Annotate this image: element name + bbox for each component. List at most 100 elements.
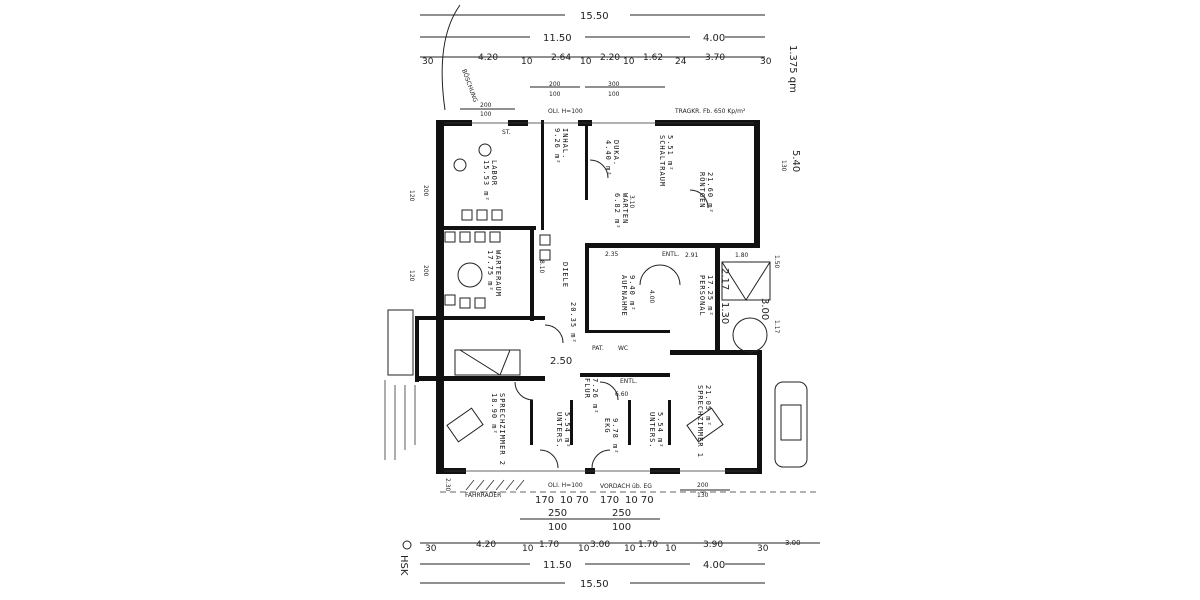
- room-area: 9.26 m²: [553, 128, 561, 165]
- dim: 10: [623, 57, 635, 67]
- walls: [415, 120, 762, 474]
- dim: 3.70: [705, 53, 725, 63]
- room-name: SPRECHZIMMER 2: [498, 393, 506, 466]
- note-oli-top: OLI. H=100: [548, 108, 583, 115]
- dim: 100: [480, 111, 492, 118]
- dim: 1.70: [638, 540, 658, 550]
- note-oli-bottom: OLI. H=100: [548, 482, 583, 489]
- dim: 10: [580, 57, 592, 67]
- dim: 200: [549, 81, 561, 88]
- room-area: 20.35 m²: [569, 302, 577, 344]
- dim: 200: [422, 265, 429, 277]
- dim: 170: [600, 495, 619, 506]
- dim: 130: [697, 492, 709, 499]
- dim-top-left: 11.50: [543, 33, 572, 44]
- dim: 1.30: [719, 302, 730, 324]
- chairs: [444, 209, 551, 309]
- dim: 10: [578, 544, 590, 554]
- dim-total-bottom: 15.50: [580, 579, 609, 590]
- dim: 1.80: [735, 252, 749, 259]
- dim: 100: [548, 522, 567, 533]
- dim: 4.00: [648, 290, 655, 304]
- room-name: RÖNTGEN: [698, 172, 707, 209]
- room-name: DUKA.: [612, 140, 620, 166]
- dim: 8.10: [538, 260, 545, 274]
- room-area: 6.82 m²: [613, 193, 621, 230]
- room-area: 5.54 m²: [563, 412, 571, 449]
- dim: 250: [612, 508, 631, 519]
- bicycle-racks: [384, 380, 416, 460]
- room-name: DIELE: [561, 262, 569, 288]
- dim: 100: [549, 91, 561, 98]
- note-wc: WC: [618, 345, 628, 352]
- dim-total-top: 15.50: [580, 11, 609, 22]
- dim: 200: [480, 102, 492, 109]
- hsk-symbol: [402, 540, 412, 550]
- room-area: 21.60 m²: [706, 172, 714, 214]
- room-name: LABOR: [490, 160, 498, 186]
- note-pat: PAT.: [592, 345, 604, 352]
- room-name: SPRECHZIMMER 1: [696, 385, 704, 458]
- dim: 10 70: [560, 495, 589, 506]
- bottom-dimensions: OLI. H=100 VORDACH üb. EG FAHRRÄDER 170 …: [398, 482, 820, 590]
- dim: 1.62: [643, 53, 663, 63]
- dim-bottom-left: 11.50: [543, 560, 572, 571]
- dim: 10: [665, 544, 677, 554]
- room-name: UNTERS.: [648, 412, 656, 449]
- room-name: UNTERS.: [555, 412, 563, 449]
- dim: 30: [422, 57, 434, 67]
- room-name: PERSONAL: [698, 275, 706, 317]
- dim: 130: [780, 160, 787, 172]
- interior-notes: ENTL. ENTL. ST. PAT. WC 2.35 2.91 1.80 2…: [408, 129, 801, 492]
- note-entl: ENTL.: [662, 251, 679, 258]
- room-area: 15.53 m²: [482, 160, 490, 202]
- dim: 120: [408, 270, 415, 282]
- note-boeschung: BÖSCHUNG: [460, 68, 479, 103]
- dim: 2.17: [719, 268, 730, 290]
- dim: 2.20: [600, 53, 620, 63]
- dim: 3.00: [590, 540, 610, 550]
- room-area: 9.78 m²: [611, 418, 619, 455]
- dim: 30: [425, 544, 437, 554]
- note-fahrraeder: FAHRRÄDER: [465, 492, 501, 499]
- dim: 3.90: [703, 540, 723, 550]
- room-area: 18.90 m²: [490, 393, 498, 435]
- room-name: EKG: [603, 418, 611, 434]
- dim: 100: [612, 522, 631, 533]
- note-tragkr: TRAGKR. Fb. 650 Kp/m²: [674, 108, 746, 115]
- bicycle-hatching: [465, 479, 525, 491]
- dim: 30: [757, 544, 769, 554]
- dim: 2.64: [551, 53, 571, 63]
- dim: 170: [535, 495, 554, 506]
- dim: 200: [422, 185, 429, 197]
- dim: 100: [608, 91, 620, 98]
- dim: 10: [624, 544, 636, 554]
- scale-note: 1.375 qm: [787, 45, 798, 93]
- room-area: 5.54 m²: [656, 412, 664, 449]
- room-area: 4.40 m²: [604, 140, 612, 177]
- note-st: ST.: [502, 129, 511, 136]
- room-name: SCHALTRAUM: [658, 135, 666, 187]
- dim: 5.40: [790, 150, 801, 172]
- dim: 200: [697, 482, 709, 489]
- dim: 3.00: [785, 539, 801, 547]
- note-entl: ENTL.: [620, 378, 637, 385]
- dim: 1.70: [539, 540, 559, 550]
- dim: 4.20: [478, 53, 498, 63]
- note-vordach: VORDACH üb. EG: [600, 483, 652, 490]
- dim: 2.50: [550, 356, 572, 367]
- room-area: 5.51 m²: [666, 135, 674, 172]
- room-name: FLUR: [583, 378, 591, 399]
- dim: 6.60: [615, 391, 629, 398]
- dim: 3.00: [759, 298, 770, 320]
- room-area: 17.75 m²: [486, 250, 494, 292]
- dim: 30: [760, 57, 772, 67]
- car-icon: [774, 381, 808, 468]
- dim: 1.17: [773, 320, 780, 334]
- fixtures: [384, 143, 808, 491]
- dim: 10: [522, 544, 534, 554]
- dim-bottom-right: 4.00: [703, 560, 725, 571]
- room-name: WARTEN: [621, 193, 629, 224]
